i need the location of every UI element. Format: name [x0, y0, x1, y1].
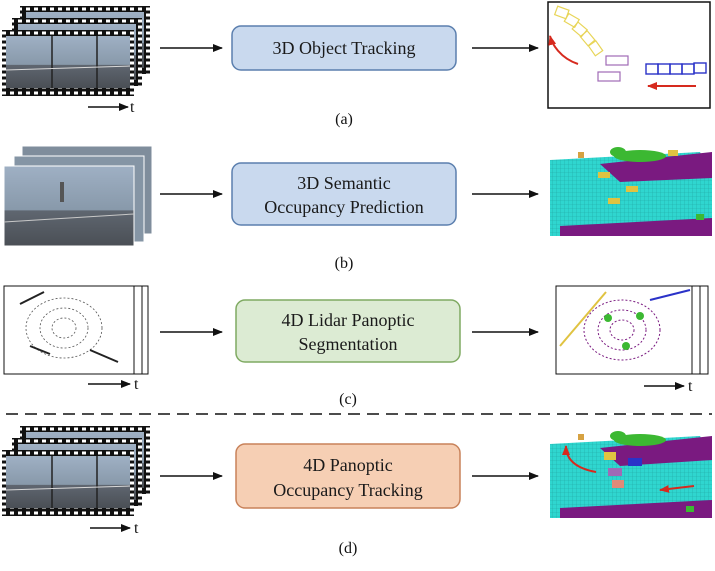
caption-a: (a): [335, 111, 353, 128]
lidar-scan-stack-c: [3, 285, 149, 375]
caption-d: (d): [339, 540, 358, 557]
caption-c: (c): [339, 391, 357, 408]
time-label-d: t: [134, 520, 139, 537]
task-label-d-line2: Occupancy Tracking: [273, 480, 422, 500]
occupancy-output-b: [550, 147, 712, 236]
row-b: 3D Semantic Occupancy Prediction (b): [3, 145, 712, 272]
time-label-a: t: [130, 99, 135, 116]
task-label-c-line1: 4D Lidar Panoptic: [282, 310, 415, 330]
task-box-c: [235, 299, 461, 363]
task-label-c-line2: Segmentation: [299, 334, 398, 354]
row-d: t 4D Panoptic Occupancy Tracking (d): [2, 426, 712, 557]
task-label-a: 3D Object Tracking: [273, 38, 416, 58]
row-a: t 3D Object Tracking: [2, 1, 711, 128]
panoptic-lidar-stack-c: [555, 285, 709, 375]
time-label-c-left: t: [134, 376, 139, 393]
camera-film-strip-a: [2, 6, 150, 96]
task-box-b: [231, 162, 457, 226]
task-box-d: [235, 443, 461, 509]
task-label-b-line2: Occupancy Prediction: [264, 197, 423, 217]
row-c: t 4D Lidar Panoptic Segmentation t (c): [3, 285, 709, 408]
panoptic-occupancy-output-d: [550, 431, 712, 518]
caption-b: (b): [335, 255, 354, 272]
time-label-c-right: t: [688, 378, 693, 395]
task-box-a: [231, 25, 457, 71]
tracking-output-a: [547, 1, 711, 109]
camera-image-stack-b: [3, 145, 153, 247]
task-label-b-line1: 3D Semantic: [297, 173, 390, 193]
task-label-d-line1: 4D Panoptic: [303, 455, 393, 475]
camera-film-strip-d: [2, 426, 150, 516]
